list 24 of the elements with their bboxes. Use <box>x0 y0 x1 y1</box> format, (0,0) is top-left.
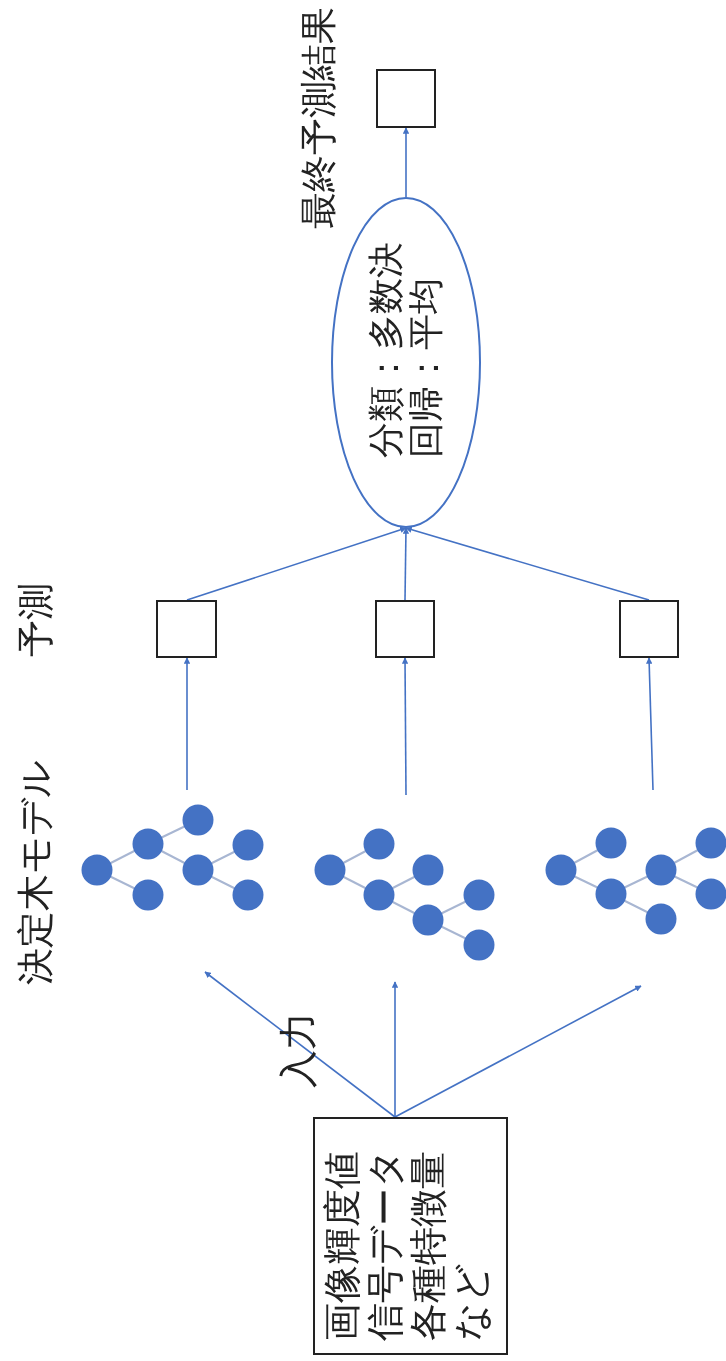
box-text: 信号データ <box>364 1149 406 1341</box>
box-text: 各種特徴量 <box>407 1151 449 1341</box>
arrow <box>204 971 396 1118</box>
empty-box <box>376 69 436 128</box>
box-text: 画像輝度値 <box>321 1151 363 1341</box>
column-label: 決定木モデル <box>15 760 57 985</box>
column-label: 最終予測結果 <box>298 7 340 229</box>
arrow <box>394 985 642 1118</box>
box-heading: 入力 <box>277 1012 319 1088</box>
empty-box <box>619 600 679 658</box>
ellipse-text: 分類：多数決 <box>365 242 407 458</box>
arrow <box>401 657 409 796</box>
arrow <box>183 657 191 791</box>
ellipse-text: 回帰：平均 <box>405 278 447 458</box>
arrow <box>391 981 399 1118</box>
column-label: 予測 <box>15 583 57 657</box>
box-text: など <box>450 1263 492 1341</box>
arrow <box>402 527 410 601</box>
arrow <box>405 526 650 601</box>
arrow <box>646 657 654 791</box>
arrow <box>402 127 410 198</box>
arrow <box>186 526 407 601</box>
empty-box <box>156 600 217 658</box>
empty-box <box>375 600 435 658</box>
